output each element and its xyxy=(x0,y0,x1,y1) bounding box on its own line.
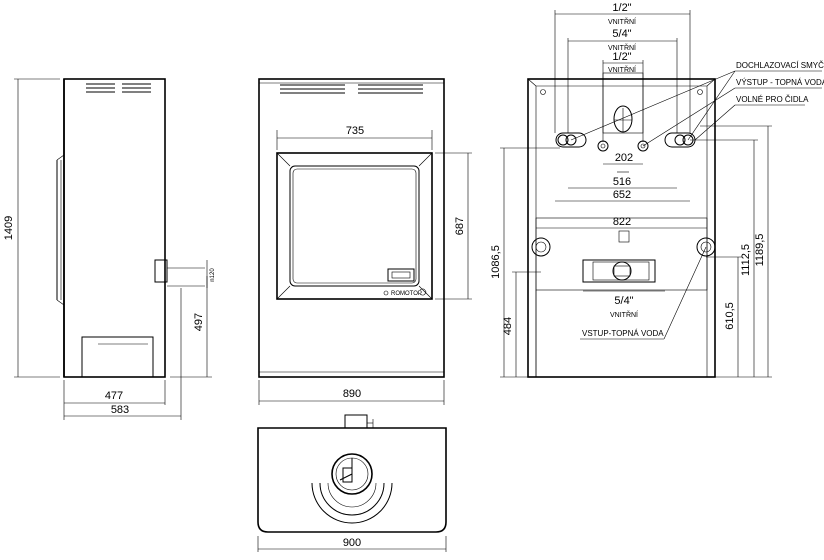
front-top-vents xyxy=(280,84,423,94)
rear-body-outline xyxy=(527,78,716,378)
dim-1112: 1112,5 xyxy=(740,244,752,276)
conn-top-3-note: VNITŘNÍ xyxy=(608,65,636,74)
front-door xyxy=(276,152,433,300)
side-view: 1409 477 583 497 n120 xyxy=(3,78,216,420)
front-door-handle xyxy=(387,268,415,282)
dim-687: 687 xyxy=(454,217,466,235)
conn-bottom: 5/4" xyxy=(614,295,633,307)
conn-bottom-note: VNITŘNÍ xyxy=(610,310,638,319)
label-outlet-heating: VÝSTUP - TOPNÁ VODA xyxy=(736,78,824,87)
rear-lower-panel xyxy=(535,217,708,291)
ember-icon xyxy=(419,288,427,296)
front-view: ROMOTOP 735 687 890 xyxy=(258,78,472,405)
dim-516: 516 xyxy=(613,176,631,188)
top-view: 900 xyxy=(257,414,447,552)
front-glass xyxy=(289,165,420,287)
label-inlet-heating: VSTUP-TOPNÁ VODA xyxy=(582,329,664,338)
rear-view: 1/2" VNITŘNÍ 5/4" VNITŘNÍ 1/2" VNITŘNÍ 2… xyxy=(490,2,824,378)
label-cooling-loop: DOCHLAZOVACÍ SMYČKA xyxy=(736,61,824,70)
rear-bottom-connections xyxy=(531,230,716,283)
side-top-vents xyxy=(86,83,151,93)
conn-top-2: 5/4" xyxy=(612,28,631,40)
leader-free-sensor xyxy=(694,104,736,141)
dim-735: 735 xyxy=(346,125,364,137)
dim-202: 202 xyxy=(615,152,633,164)
dim-484: 484 xyxy=(502,317,514,335)
dim-n120: n120 xyxy=(210,268,216,282)
conn-top-3: 1/2" xyxy=(612,51,631,63)
top-arc-outer xyxy=(311,482,393,524)
leader-inlet-heating xyxy=(663,246,707,340)
side-body-outline xyxy=(63,78,166,378)
dim-890: 890 xyxy=(343,388,361,400)
conn-top-1-note: VNITŘNÍ xyxy=(608,17,636,26)
conn-top-1: 1/2" xyxy=(612,2,631,14)
dim-652: 652 xyxy=(613,189,631,201)
dim-497: 497 xyxy=(193,313,205,331)
dim-1086: 1086,5 xyxy=(490,245,502,279)
top-rear-pipe xyxy=(344,414,368,429)
top-flue-outlet xyxy=(331,453,373,495)
logo-text: ROMOTOP xyxy=(391,291,422,297)
leader-cooling-loop xyxy=(570,70,736,141)
top-body-outline xyxy=(257,427,447,533)
dim-610: 610,5 xyxy=(724,302,736,330)
dim-1409: 1409 xyxy=(3,216,15,240)
dim-583: 583 xyxy=(111,404,129,416)
label-free-sensor: VOLNÉ PRO ČIDLA xyxy=(736,95,809,104)
front-body-outline xyxy=(258,78,445,378)
dim-1189: 1189,5 xyxy=(754,234,766,267)
dim-822: 822 xyxy=(613,216,631,228)
dim-477: 477 xyxy=(105,390,123,402)
leader-outlet-heating xyxy=(642,87,736,147)
rear-top-connections xyxy=(555,105,696,152)
side-outlet-pipe xyxy=(154,259,168,283)
conn-top-2-note: VNITŘNÍ xyxy=(608,43,636,52)
side-bottom-box xyxy=(81,336,154,378)
dim-900: 900 xyxy=(343,537,361,549)
logo-icon xyxy=(383,290,389,296)
